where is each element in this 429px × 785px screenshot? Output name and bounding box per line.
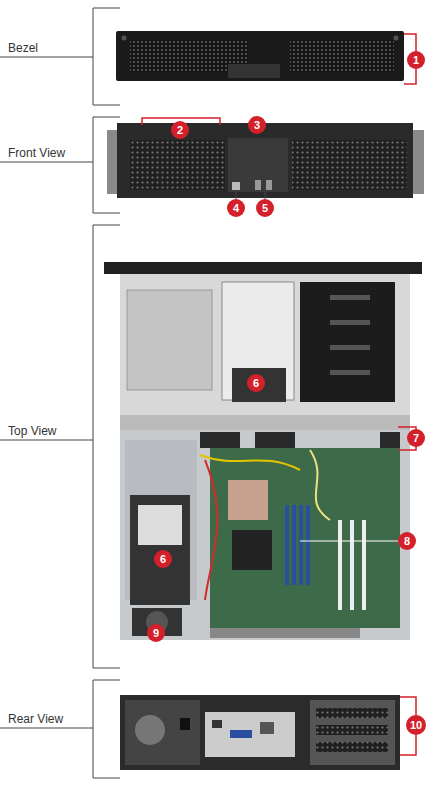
callout-text: 4 — [233, 203, 239, 214]
callout-text: 5 — [262, 203, 268, 214]
rear-view-drawing — [120, 695, 400, 770]
callout-number: 10 — [406, 715, 426, 735]
front-view-drawing — [107, 123, 424, 199]
callout-number: 6 — [154, 550, 172, 568]
callout-text: 6 — [160, 554, 166, 565]
callout-text: 10 — [410, 720, 422, 731]
callout-text: 3 — [254, 120, 260, 131]
view-label: Rear View — [8, 712, 63, 726]
callout-number: 5 — [256, 199, 274, 217]
top-view-drawing — [104, 262, 422, 640]
callout-text: 2 — [177, 125, 183, 136]
callout-number: 8 — [398, 532, 416, 550]
callout-text: 7 — [413, 433, 419, 444]
callout-text: 8 — [404, 536, 410, 547]
view-label: Top View — [8, 424, 56, 438]
callout-brackets — [142, 34, 416, 755]
section-brackets — [0, 8, 120, 778]
callout-number: 3 — [248, 116, 266, 134]
view-label: Front View — [8, 146, 65, 160]
bezel-drawing — [116, 31, 404, 81]
callout-text: 6 — [253, 378, 259, 389]
callout-text: 9 — [153, 628, 159, 639]
callout-text: 1 — [413, 55, 419, 66]
callout-number: 4 — [227, 199, 245, 217]
callout-number: 7 — [407, 429, 425, 447]
callout-number: 6 — [247, 374, 265, 392]
callout-number: 1 — [407, 51, 425, 69]
callout-number: 2 — [171, 121, 189, 139]
view-label: Bezel — [8, 41, 38, 55]
callout-number: 9 — [147, 624, 165, 642]
